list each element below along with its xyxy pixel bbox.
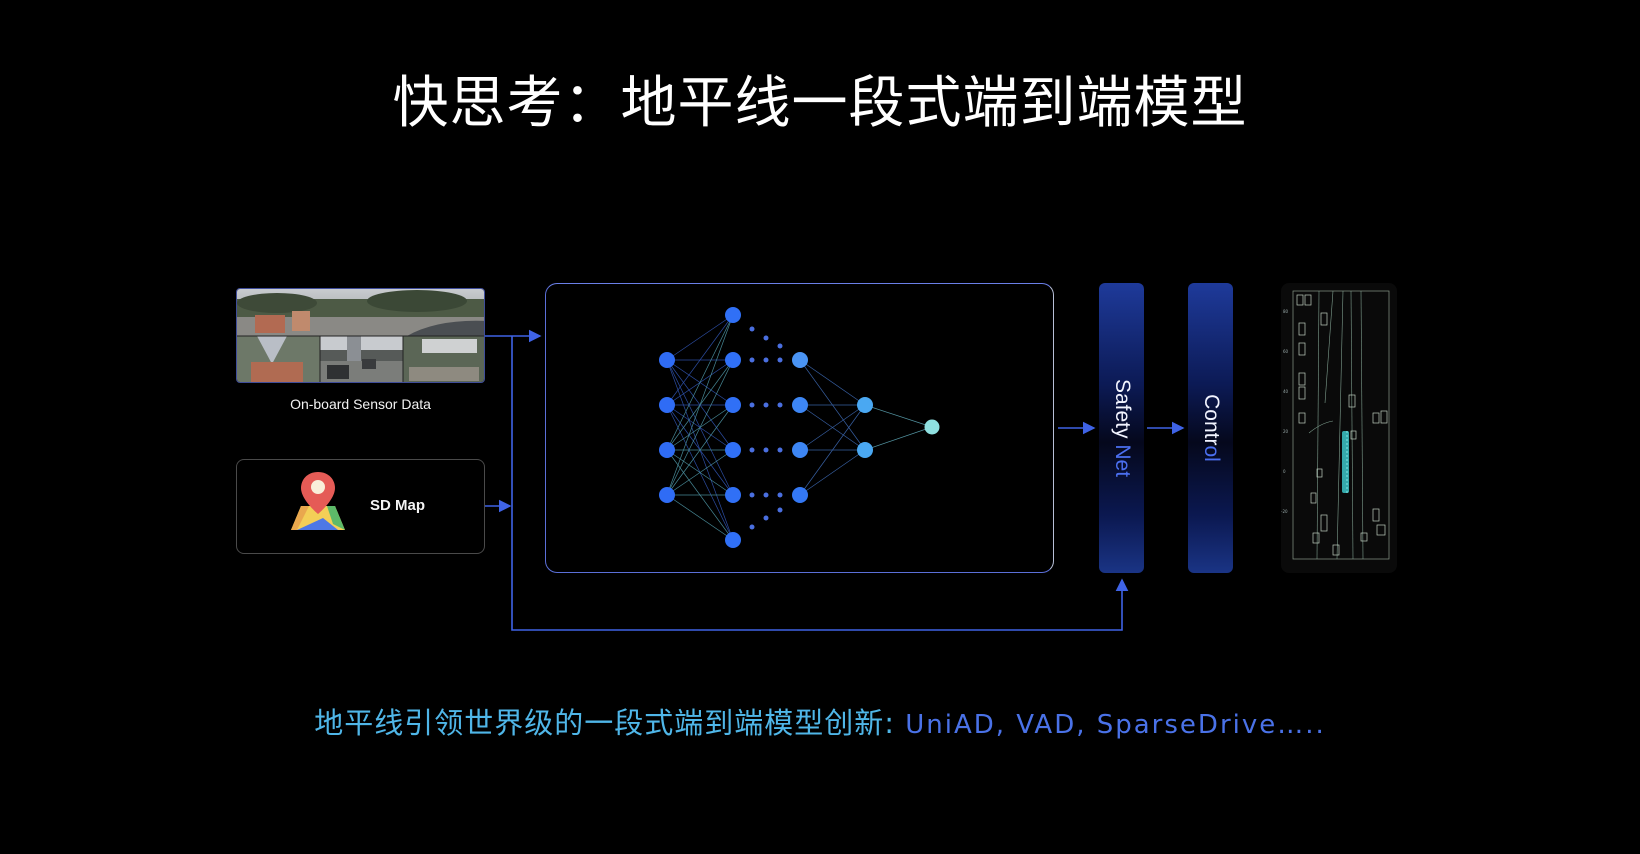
sd-map-label: SD Map <box>370 497 426 514</box>
bev-output-image: 80 60 40 20 0 -20 <box>1281 283 1397 573</box>
caption-chinese: 地平线引领世界级的一段式端到端模型创新: <box>314 706 906 740</box>
svg-text:20: 20 <box>1283 429 1289 434</box>
sd-map-box <box>236 459 485 554</box>
neural-network-graphic <box>659 307 940 548</box>
svg-text:0: 0 <box>1283 469 1286 474</box>
map-pin-icon <box>291 472 345 530</box>
end-to-end-model-box <box>545 283 1054 573</box>
safety-net-stage: Safety Net <box>1099 283 1144 573</box>
sensor-data-image <box>236 288 485 383</box>
camera-mosaic <box>237 289 484 382</box>
svg-text:40: 40 <box>1283 389 1289 394</box>
bev-visualization: 80 60 40 20 0 -20 <box>1281 290 1390 560</box>
svg-text:60: 60 <box>1283 349 1289 354</box>
sensor-data-label: On-board Sensor Data <box>290 396 431 412</box>
svg-text:-20: -20 <box>1281 509 1288 514</box>
slide-title: 快思考：地平线一段式端到端模型 <box>392 71 1248 136</box>
flow-arrows <box>485 329 1185 631</box>
caption-models: UniAD, VAD, SparseDrive….. <box>905 710 1326 740</box>
bottom-caption: 地平线引领世界级的一段式端到端模型创新: UniAD, VAD, SparseD… <box>0 700 1640 742</box>
svg-text:80: 80 <box>1283 309 1289 314</box>
control-stage: Control <box>1188 283 1233 573</box>
